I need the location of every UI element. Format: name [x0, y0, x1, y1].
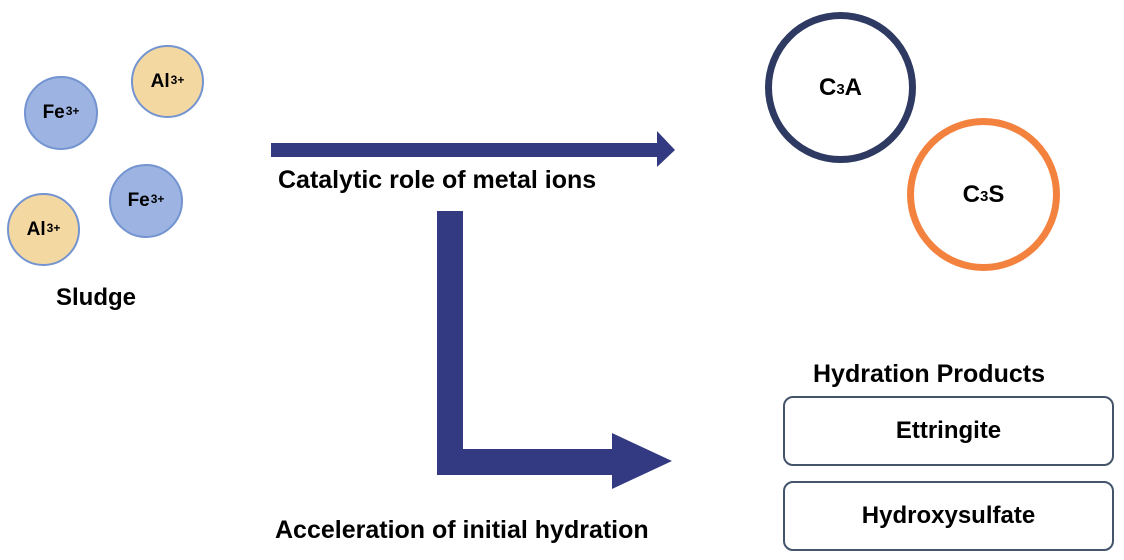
hydroxysulfate-box: Hydroxysulfate: [783, 481, 1114, 551]
ion-charge: 3+: [170, 72, 185, 87]
c3a-base: C: [818, 73, 837, 101]
acceleration-arrow: [437, 211, 672, 489]
sludge-label: Sludge: [56, 284, 137, 311]
c3s-base: C: [962, 180, 980, 208]
catalytic-role-label: Catalytic role of metal ions: [278, 166, 597, 194]
ion-symbol: Al: [26, 218, 46, 240]
acceleration-label: Acceleration of initial hydration: [275, 516, 649, 544]
catalytic-arrow: [271, 131, 675, 167]
ion-charge: 3+: [65, 104, 80, 118]
ion-symbol: Fe: [127, 190, 150, 211]
hydroxysulfate-label: Hydroxysulfate: [861, 502, 1036, 529]
ettringite-box: Ettringite: [783, 396, 1114, 466]
hydration-products-title: Hydration Products: [813, 360, 1045, 388]
ion-charge: 3+: [150, 192, 165, 206]
ion-symbol: Al: [150, 70, 170, 92]
c3s-rest: S: [988, 180, 1005, 208]
ion-symbol: Fe: [42, 102, 65, 123]
c3a-rest: A: [844, 73, 863, 101]
ettringite-label: Ettringite: [895, 417, 1002, 444]
ion-charge: 3+: [46, 220, 61, 235]
c3a-subscript: 3: [836, 81, 845, 98]
c3s-subscript: 3: [979, 188, 989, 205]
